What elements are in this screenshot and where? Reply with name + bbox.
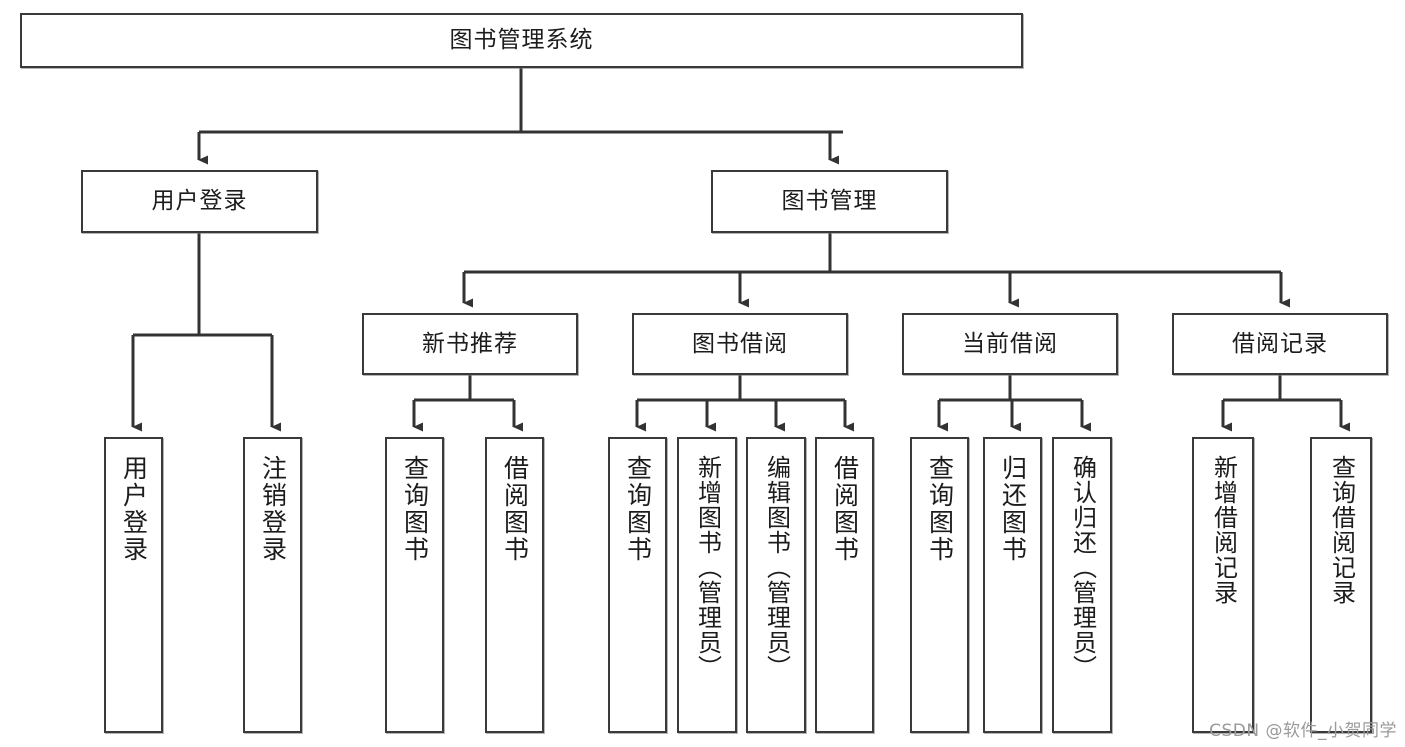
leaf-logout[interactable]: 注销登录 bbox=[243, 437, 302, 733]
node-book-management[interactable]: 图书管理 bbox=[711, 170, 948, 233]
node-current-borrow[interactable]: 当前借阅 bbox=[902, 313, 1118, 375]
node-borrow-record[interactable]: 借阅记录 bbox=[1172, 313, 1388, 375]
node-user-login[interactable]: 用户登录 bbox=[81, 170, 318, 233]
leaf-query-book-borrow[interactable]: 查询图书 bbox=[608, 437, 667, 733]
node-label: 编辑图书（管理员） bbox=[762, 455, 791, 680]
leaf-add-book-admin[interactable]: 新增图书（管理员） bbox=[677, 437, 737, 733]
leaf-add-borrow-record[interactable]: 新增借阅记录 bbox=[1192, 437, 1254, 733]
node-label: 图书管理系统 bbox=[449, 27, 594, 54]
node-root[interactable]: 图书管理系统 bbox=[20, 13, 1023, 68]
leaf-return-book[interactable]: 归还图书 bbox=[983, 437, 1042, 733]
node-label: 新增借阅记录 bbox=[1209, 455, 1238, 605]
leaf-query-borrow-record[interactable]: 查询借阅记录 bbox=[1310, 437, 1372, 733]
node-label: 查询图书 bbox=[623, 455, 653, 563]
node-label: 当前借阅 bbox=[962, 330, 1058, 357]
node-label: 归还图书 bbox=[998, 455, 1028, 563]
node-label: 用户登录 bbox=[151, 188, 248, 215]
node-label: 注销登录 bbox=[258, 455, 288, 563]
node-label: 图书管理 bbox=[781, 188, 878, 215]
node-label: 确认归还（管理员） bbox=[1068, 455, 1097, 680]
leaf-edit-book-admin[interactable]: 编辑图书（管理员） bbox=[746, 437, 806, 733]
node-label: 查询图书 bbox=[925, 455, 955, 563]
node-label: 借阅图书 bbox=[830, 455, 860, 563]
node-label: 用户登录 bbox=[119, 455, 149, 563]
leaf-confirm-return-admin[interactable]: 确认归还（管理员） bbox=[1052, 437, 1112, 733]
node-new-book-recommend[interactable]: 新书推荐 bbox=[362, 313, 578, 375]
node-book-borrow[interactable]: 图书借阅 bbox=[632, 313, 848, 375]
watermark: CSDN @软件_小贺同学 bbox=[1209, 721, 1397, 741]
leaf-query-book-current[interactable]: 查询图书 bbox=[910, 437, 969, 733]
node-label: 借阅图书 bbox=[500, 455, 530, 563]
leaf-query-book-recommend[interactable]: 查询图书 bbox=[385, 437, 444, 733]
node-label: 查询图书 bbox=[400, 455, 430, 563]
node-label: 查询借阅记录 bbox=[1327, 455, 1356, 605]
leaf-borrow-book[interactable]: 借阅图书 bbox=[815, 437, 874, 733]
leaf-user-login[interactable]: 用户登录 bbox=[104, 437, 163, 733]
node-label: 新增图书（管理员） bbox=[693, 455, 722, 680]
node-label: 新书推荐 bbox=[422, 330, 518, 357]
leaf-borrow-book-recommend[interactable]: 借阅图书 bbox=[485, 437, 544, 733]
node-label: 借阅记录 bbox=[1232, 330, 1328, 357]
node-label: 图书借阅 bbox=[692, 330, 788, 357]
